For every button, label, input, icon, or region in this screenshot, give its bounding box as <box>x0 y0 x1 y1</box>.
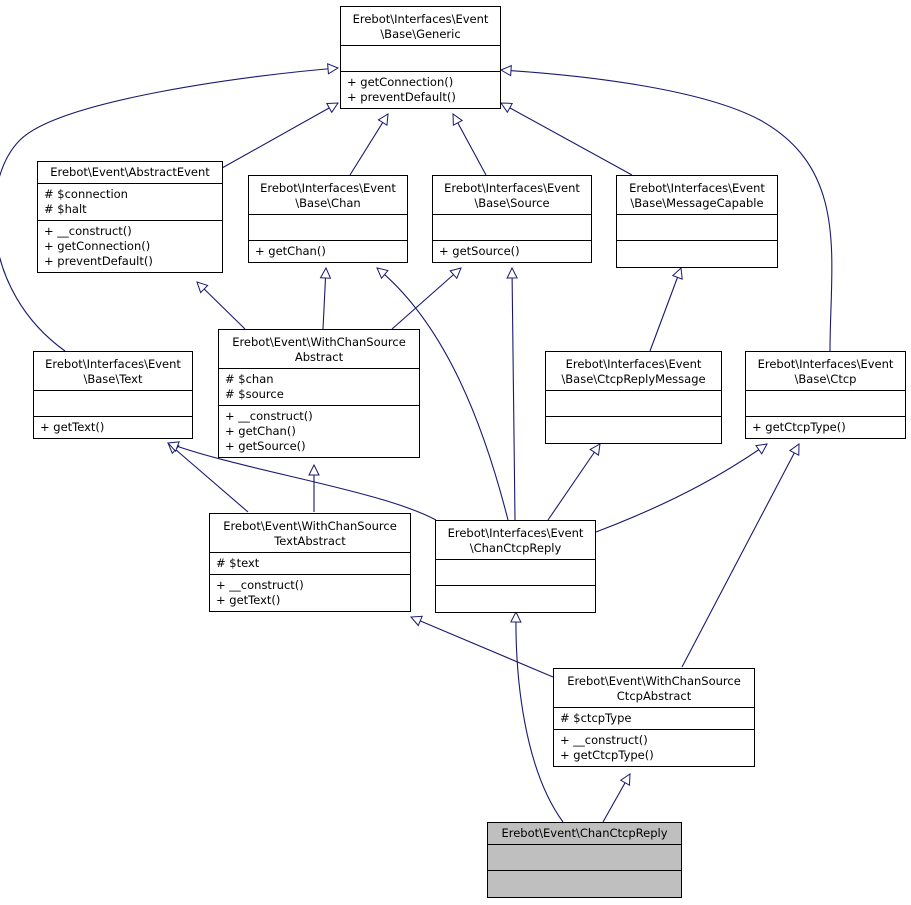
class-title: Erebot\Interfaces\Event\Base\Chan <box>249 176 407 215</box>
attribute-section: # $text <box>210 553 410 575</box>
attribute-section <box>746 391 905 417</box>
attribute-section <box>488 845 681 871</box>
class-text[interactable]: Erebot\Interfaces\Event\Base\Text + getT… <box>33 351 193 439</box>
class-title: Erebot\Interfaces\Event\Base\Text <box>34 352 192 391</box>
attribute-section: # $chan# $source <box>219 369 419 406</box>
edge-ctcpabstract-to-ctcp <box>681 444 799 668</box>
class-title: Erebot\Interfaces\Event\ChanCtcpReply <box>436 521 595 560</box>
method-section <box>488 871 681 897</box>
edge-chanctcpreplyiface-to-ctcpreplymessage <box>547 444 600 521</box>
method-section <box>436 586 595 612</box>
attribute-section <box>436 560 595 586</box>
attribute-section <box>617 215 777 241</box>
attribute-section <box>546 391 721 417</box>
edge-chan-to-generic <box>349 114 388 176</box>
class-abstract-event[interactable]: Erebot\Event\AbstractEvent # $connection… <box>37 161 223 273</box>
method-section: + __construct()+ getChan()+ getSource() <box>225 409 313 453</box>
method-section: + getCtcpType() <box>752 420 846 434</box>
attribute-section: # $ctcpType <box>554 708 754 730</box>
method-section: + getChan() <box>255 244 326 258</box>
method-section: + __construct()+ getText() <box>216 578 304 607</box>
edge-chanctcpreply-to-chanctcpreplyiface <box>516 612 564 823</box>
attribute-section <box>341 46 500 72</box>
class-title: Erebot\Interfaces\Event\Base\Generic <box>341 7 500 46</box>
edge-text-to-generic <box>0 68 338 352</box>
edge-chanctcpreplyiface-to-chan <box>377 268 509 521</box>
attribute-section <box>249 215 407 241</box>
class-title: Erebot\Interfaces\Event\Base\CtcpReplyMe… <box>546 352 721 391</box>
class-title: Erebot\Interfaces\Event\Base\MessageCapa… <box>617 176 777 215</box>
class-generic[interactable]: Erebot\Interfaces\Event\Base\Generic + g… <box>340 6 501 109</box>
class-title: Erebot\Interfaces\Event\Base\Source <box>433 176 591 215</box>
class-title: Erebot\Interfaces\Event\Base\Ctcp <box>746 352 905 391</box>
edge-ctcp-to-generic <box>501 70 833 352</box>
edge-withchansource-to-source <box>391 268 461 330</box>
class-source[interactable]: Erebot\Interfaces\Event\Base\Source + ge… <box>432 175 592 263</box>
class-title: Erebot\Event\ChanCtcpReply <box>488 823 681 845</box>
edge-chanctcpreplyiface-to-text <box>168 443 437 521</box>
class-message-capable[interactable]: Erebot\Interfaces\Event\Base\MessageCapa… <box>616 175 778 268</box>
edge-withchansource-to-chan <box>323 268 326 330</box>
method-section: + getText() <box>40 420 105 434</box>
edge-abstractevent-to-generic <box>221 103 338 169</box>
class-chan-ctcp-reply-interface[interactable]: Erebot\Interfaces\Event\ChanCtcpReply <box>435 520 596 613</box>
edge-ctcpreplymessage-to-messagecapable <box>649 268 681 352</box>
class-chan[interactable]: Erebot\Interfaces\Event\Base\Chan + getC… <box>248 175 408 263</box>
edge-ctcpabstract-to-textabstract <box>411 617 554 678</box>
attribute-section <box>433 215 591 241</box>
method-section: + __construct()+ getCtcpType() <box>560 733 654 762</box>
edge-textabstract-to-text <box>168 443 249 513</box>
attribute-section <box>34 391 192 417</box>
attribute-section: # $connection# $halt <box>38 184 222 221</box>
class-ctcp-reply-message[interactable]: Erebot\Interfaces\Event\Base\CtcpReplyMe… <box>545 351 722 444</box>
edge-chanctcpreply-to-ctcpabstract <box>602 774 630 823</box>
edge-messagecapable-to-generic <box>501 103 633 176</box>
class-title: Erebot\Event\AbstractEvent <box>38 162 222 184</box>
edge-source-to-generic <box>453 114 487 176</box>
method-section: + getSource() <box>439 244 520 258</box>
class-ctcp[interactable]: Erebot\Interfaces\Event\Base\Ctcp + getC… <box>745 351 906 439</box>
edge-chanctcpreplyiface-to-source <box>512 268 515 521</box>
edge-withchansource-to-abstractevent <box>197 282 246 330</box>
method-section <box>617 241 777 267</box>
method-section <box>546 417 721 443</box>
class-chan-ctcp-reply[interactable]: Erebot\Event\ChanCtcpReply <box>487 822 682 898</box>
method-section: + __construct()+ getConnection()+ preven… <box>44 224 153 268</box>
edge-chanctcpreplyiface-to-ctcp <box>595 444 767 533</box>
method-section: + getConnection()+ preventDefault() <box>347 75 456 104</box>
